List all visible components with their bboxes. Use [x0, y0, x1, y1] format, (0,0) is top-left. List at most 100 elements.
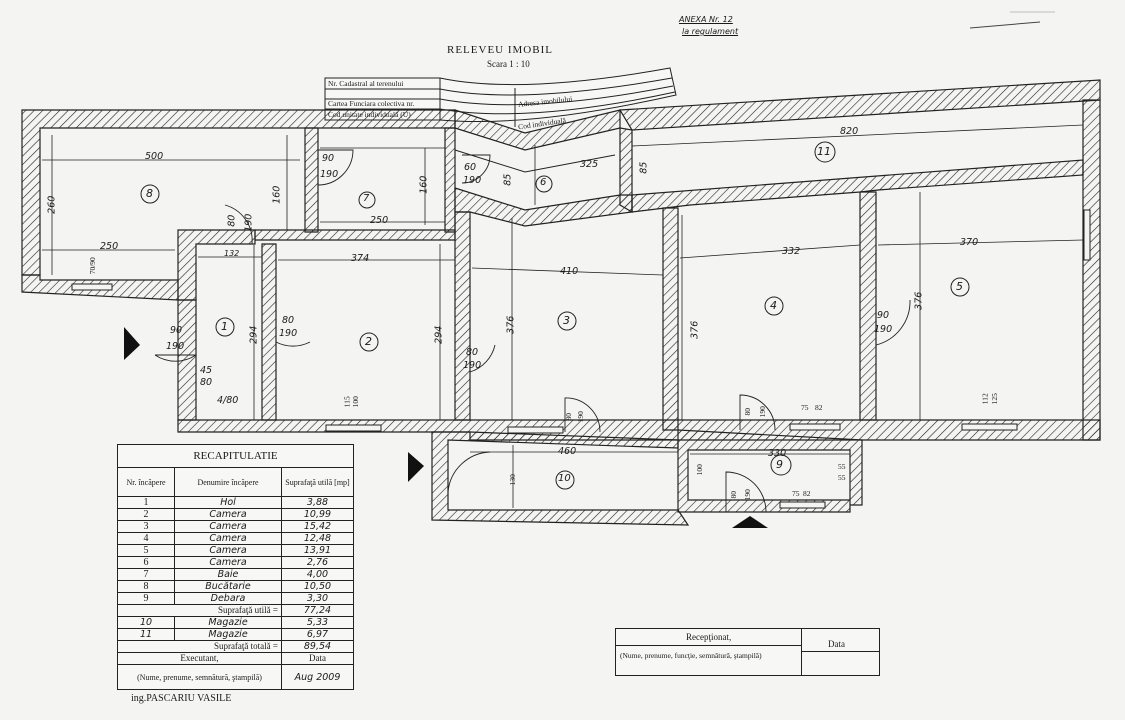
- dim-label: 190: [166, 341, 185, 352]
- dim-label: 45: [200, 365, 213, 376]
- dim-label: 75: [801, 403, 809, 412]
- dim-label: 500: [145, 151, 164, 162]
- annex-sub: la regulament: [682, 27, 739, 36]
- dim-label: 82: [803, 489, 811, 498]
- dim-label: 80: [466, 347, 479, 358]
- room-label-10: 10: [558, 473, 571, 484]
- dim-label: 190: [742, 489, 752, 501]
- dim-label: 80: [564, 413, 573, 421]
- dim-label: 132: [224, 249, 240, 258]
- page-scale: Scara 1 : 10: [487, 59, 530, 69]
- page-title: RELEVEU IMOBIL: [447, 44, 553, 56]
- recap-header-name: Denumire încăpere: [174, 467, 282, 497]
- receptionat-date-label: Data: [828, 639, 845, 649]
- dim-label: 80: [200, 377, 213, 388]
- dim-label: 70/90: [87, 257, 97, 275]
- dim-label: 4/80: [217, 395, 239, 406]
- dim-label: 112: [980, 393, 990, 405]
- recap-signature-row: (Nume, prenume, semnătură, ştampilă)Aug …: [117, 664, 354, 690]
- room-label-3: 3: [563, 314, 570, 327]
- dim-label: 190: [463, 360, 482, 371]
- room-label-2: 2: [365, 335, 372, 348]
- recap-header-area: Suprafaţă utilă [mp]: [281, 467, 354, 497]
- dim-label: 190: [279, 328, 298, 339]
- dim-label: 130: [507, 474, 517, 486]
- dim-label: 410: [560, 266, 579, 277]
- dim-label: 82: [815, 403, 823, 412]
- dim-label: 250: [100, 241, 119, 252]
- dim-label: 85: [638, 161, 650, 174]
- recap-subtotal-row: Suprafaţă utilă =77,24: [117, 604, 354, 617]
- dim-label: 376: [689, 320, 701, 339]
- room-label-8: 8: [146, 187, 153, 200]
- dim-label: 325: [580, 159, 599, 170]
- dim-label: 376: [913, 291, 925, 310]
- dim-label: 820: [840, 126, 859, 137]
- header-row-1: Nr. Cadastral al terenului: [328, 79, 404, 88]
- dim-label: 260: [46, 195, 58, 214]
- recap-executant-row: Executant,Data: [117, 652, 354, 665]
- dim-label: 190: [243, 213, 255, 232]
- recap-total-row: Suprafaţă totală =89,54: [117, 640, 354, 653]
- dim-label: 190: [320, 169, 339, 180]
- dim-label: 374: [351, 253, 370, 264]
- room-label-5: 5: [956, 280, 963, 293]
- room-label-6: 6: [540, 177, 547, 188]
- dim-label: 55: [838, 473, 846, 482]
- dim-label: 75: [792, 489, 800, 498]
- receptionat-label: Recepţionat,: [686, 632, 732, 642]
- recap-table: RECAPITULATIE Nr. încăpere Denumire încă…: [117, 444, 354, 690]
- dim-label: 190: [874, 324, 893, 335]
- header-row-2: Cartea Funciara colectiva nr.: [328, 99, 415, 108]
- dim-label: 90: [322, 153, 335, 164]
- dim-label: 330: [768, 448, 787, 459]
- room-label-1: 1: [221, 320, 228, 333]
- dim-label: 190: [463, 175, 482, 186]
- dim-label: 376: [505, 315, 517, 334]
- dim-label: 460: [558, 446, 577, 457]
- room-label-7: 7: [363, 193, 370, 204]
- header-table-graphic: [324, 67, 677, 127]
- dim-label: 60: [464, 162, 477, 173]
- dim-label: 80: [729, 491, 738, 499]
- dim-label: 370: [960, 237, 979, 248]
- dim-label: 190: [757, 406, 767, 418]
- dim-label: 85: [502, 173, 514, 186]
- dim-label: 80: [743, 408, 752, 416]
- dim-label: 90: [170, 325, 183, 336]
- room-label-4: 4: [770, 299, 777, 312]
- dim-label: 190: [575, 411, 585, 423]
- dim-label: 55: [838, 462, 846, 471]
- recap-header-nr: Nr. încăpere: [117, 467, 175, 497]
- header-row-3: Cod unitate individuală (U): [328, 110, 411, 119]
- dim-label: 100: [350, 396, 360, 408]
- dim-label: 160: [418, 175, 430, 194]
- engineer-signature: ing.PASCARIU VASILE: [131, 693, 232, 704]
- dim-label: 100: [694, 464, 704, 476]
- dim-label: 332: [782, 246, 801, 257]
- room-label-9: 9: [776, 458, 783, 471]
- receptionat-note: (Nume, prenume, funcţie, semnătură, ştam…: [620, 651, 762, 660]
- room-label-11: 11: [817, 145, 831, 158]
- dim-label: 294: [433, 325, 445, 344]
- dim-label: 125: [989, 393, 999, 405]
- receptionat-box: Recepţionat, Data (Nume, prenume, funcţi…: [615, 628, 880, 676]
- dim-label: 250: [370, 215, 389, 226]
- outer-walls: [21, 79, 1101, 526]
- dim-label: 294: [248, 325, 260, 344]
- dim-label: 90: [877, 310, 890, 321]
- recap-title: RECAPITULATIE: [117, 444, 354, 468]
- dim-label: 160: [271, 185, 283, 204]
